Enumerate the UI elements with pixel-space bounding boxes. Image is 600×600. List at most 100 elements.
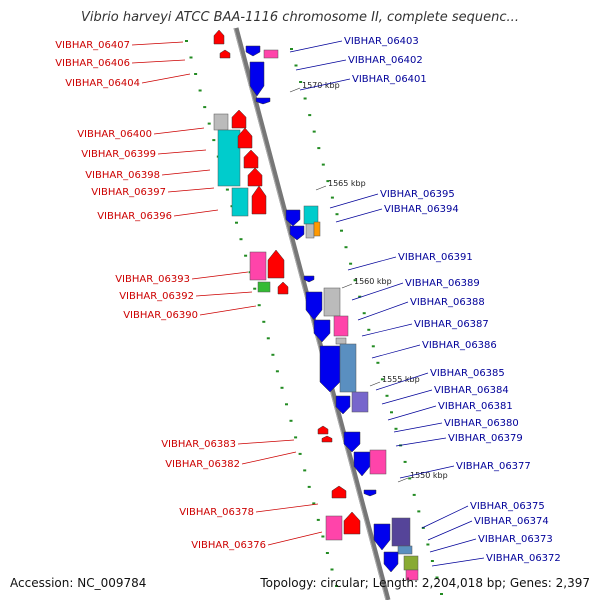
gene-arrow-forward[interactable]: [243, 149, 259, 169]
gene-label-left[interactable]: VIBHAR_06393: [115, 274, 190, 285]
gene-block[interactable]: [313, 221, 321, 237]
gene-block[interactable]: [391, 517, 411, 547]
gene-block[interactable]: [303, 205, 319, 225]
gene-label-left[interactable]: VIBHAR_06400: [77, 129, 152, 140]
gene-label-leader: [357, 301, 409, 321]
gene-arrow-reverse[interactable]: [319, 345, 341, 393]
gene-label-right[interactable]: VIBHAR_06377: [456, 461, 531, 472]
gene-label-left[interactable]: VIBHAR_06396: [97, 211, 172, 222]
gene-label-right[interactable]: VIBHAR_06389: [405, 278, 480, 289]
gene-arrow-reverse[interactable]: [249, 61, 265, 97]
gene-arrow-reverse[interactable]: [255, 97, 271, 105]
gene-arrow-forward[interactable]: [317, 425, 329, 435]
tick-mark: [289, 419, 293, 422]
gene-arrow-reverse[interactable]: [353, 451, 371, 477]
gene-label-right[interactable]: VIBHAR_06380: [444, 418, 519, 429]
gene-label-right[interactable]: VIBHAR_06403: [344, 36, 419, 47]
gene-arrow-reverse[interactable]: [289, 225, 305, 241]
gene-arrow-forward[interactable]: [343, 511, 361, 535]
gene-arrow-forward[interactable]: [251, 185, 267, 215]
gene-arrow-reverse[interactable]: [305, 291, 323, 321]
gene-arrow-forward[interactable]: [219, 49, 231, 59]
gene-label-left[interactable]: VIBHAR_06404: [65, 78, 140, 89]
gene-label-right[interactable]: VIBHAR_06374: [474, 516, 549, 527]
gene-block[interactable]: [325, 515, 343, 541]
gene-block[interactable]: [217, 129, 241, 187]
gene-label-right[interactable]: VIBHAR_06388: [410, 297, 485, 308]
gene-arrow-reverse[interactable]: [373, 523, 391, 551]
gene-label-left[interactable]: VIBHAR_06390: [123, 310, 198, 321]
gene-label-right[interactable]: VIBHAR_06379: [448, 433, 523, 444]
gene-block[interactable]: [403, 555, 419, 571]
gene-block[interactable]: [257, 281, 271, 293]
gene-block[interactable]: [249, 251, 267, 281]
gene-label-left[interactable]: VIBHAR_06376: [191, 540, 266, 551]
gene-label-left[interactable]: VIBHAR_06398: [85, 170, 160, 181]
tick-mark: [262, 320, 266, 323]
gene-arrow-forward[interactable]: [267, 249, 285, 279]
gene-block[interactable]: [333, 315, 349, 337]
gene-block[interactable]: [369, 449, 387, 475]
gene-label-left[interactable]: VIBHAR_06407: [55, 40, 130, 51]
gene-arrow-reverse[interactable]: [303, 275, 315, 283]
gene-arrow-reverse[interactable]: [245, 45, 261, 57]
gene-block[interactable]: [263, 49, 279, 59]
tick-mark: [321, 163, 325, 166]
gene-block[interactable]: [339, 343, 357, 393]
gene-label-right[interactable]: VIBHAR_06386: [422, 340, 497, 351]
gene-arrow-reverse[interactable]: [313, 319, 331, 343]
tick-mark: [285, 403, 288, 406]
gene-label-leader: [375, 372, 429, 391]
gene-arrow-reverse[interactable]: [335, 395, 351, 415]
gene-block[interactable]: [351, 391, 369, 413]
gene-label-left[interactable]: VIBHAR_06383: [161, 439, 236, 450]
gene-label-left[interactable]: VIBHAR_06378: [179, 507, 254, 518]
gene-label-right[interactable]: VIBHAR_06394: [384, 204, 459, 215]
gene-label-left[interactable]: VIBHAR_06399: [81, 149, 156, 160]
gene-label-leader: [335, 208, 383, 223]
gene-label-right[interactable]: VIBHAR_06375: [470, 501, 545, 512]
tick-mark: [376, 361, 380, 364]
gene-block[interactable]: [405, 569, 419, 581]
gene-arrow-forward[interactable]: [247, 167, 263, 187]
gene-label-left[interactable]: VIBHAR_06392: [119, 291, 194, 302]
gene-label-left[interactable]: VIBHAR_06406: [55, 58, 130, 69]
gene-arrow-forward[interactable]: [277, 281, 289, 295]
gene-arrow-forward[interactable]: [231, 109, 247, 129]
gene-arrow-reverse[interactable]: [343, 431, 361, 453]
gene-arrow-reverse[interactable]: [383, 551, 399, 573]
gene-block[interactable]: [323, 287, 341, 317]
gene-label-right[interactable]: VIBHAR_06372: [486, 553, 561, 564]
gene-arrow-forward[interactable]: [213, 29, 225, 45]
gene-label-right[interactable]: VIBHAR_06401: [352, 74, 427, 85]
tick-mark: [225, 188, 229, 191]
tick-mark: [294, 64, 298, 67]
gene-label-right[interactable]: VIBHAR_06385: [430, 368, 505, 379]
tick-mark: [294, 436, 298, 439]
gene-label-right[interactable]: VIBHAR_06395: [380, 189, 455, 200]
tick-mark: [299, 81, 303, 83]
gene-block[interactable]: [305, 223, 315, 239]
gene-arrow-forward[interactable]: [331, 485, 347, 499]
gene-block[interactable]: [231, 187, 249, 217]
gene-label-right[interactable]: VIBHAR_06381: [438, 401, 513, 412]
gene-label-right[interactable]: VIBHAR_06391: [398, 252, 473, 263]
gene-label-left[interactable]: VIBHAR_06382: [165, 459, 240, 470]
gene-label-right[interactable]: VIBHAR_06402: [348, 55, 423, 66]
gene-label-left[interactable]: VIBHAR_06397: [91, 187, 166, 198]
gene-block[interactable]: [397, 545, 413, 555]
gene-arrow-forward[interactable]: [321, 435, 333, 443]
gene-block[interactable]: [213, 113, 229, 131]
tick-mark: [430, 560, 434, 562]
gene-label-right[interactable]: VIBHAR_06384: [434, 385, 509, 396]
gene-label-right[interactable]: VIBHAR_06387: [414, 319, 489, 330]
gene-block[interactable]: [335, 337, 347, 345]
gene-arrow-forward[interactable]: [237, 127, 253, 149]
gene-label-leader: [431, 557, 485, 567]
gene-arrow-reverse[interactable]: [285, 209, 301, 227]
gene-label-leader: [195, 291, 253, 297]
gene-arrow-reverse[interactable]: [363, 489, 377, 497]
gene-label-right[interactable]: VIBHAR_06373: [478, 534, 553, 545]
gene-label-leader: [255, 503, 319, 513]
